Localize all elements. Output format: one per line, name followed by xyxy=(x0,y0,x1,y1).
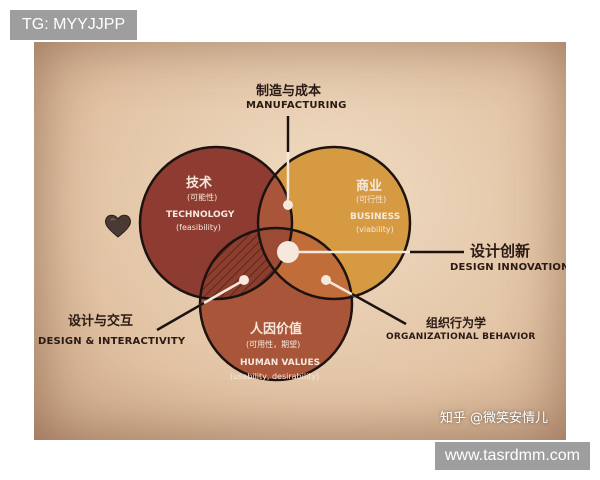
design-interactivity-cn-label: 设计与交互 xyxy=(68,314,134,329)
human-values-cn-label: 人因价值 xyxy=(250,322,303,337)
design-interactivity-en-label: DESIGN & INTERACTIVITY xyxy=(38,336,186,347)
organizational-behavior-cn-label: 组织行为学 xyxy=(426,316,487,330)
human-values-en-label: HUMAN VALUES xyxy=(240,358,321,368)
manufacturing-dot xyxy=(283,200,293,210)
human-values-sub-label: (可用性，期望) xyxy=(246,340,301,349)
business-sub-label: (可行性) xyxy=(356,195,387,204)
zhihu-credit: 知乎 @微笑安情儿 xyxy=(439,411,548,426)
organizational-behavior-en-label: ORGANIZATIONAL BEHAVIOR xyxy=(386,332,536,342)
business-human-overlap xyxy=(258,228,352,299)
heart-icon xyxy=(105,214,131,238)
technology-sub-label: (可能性) xyxy=(187,193,218,202)
manufacturing-cn-label: 制造与成本 xyxy=(256,84,322,99)
human-values-en-sub-label: (usability, desirability) xyxy=(230,372,320,381)
design-innovation-en-label: DESIGN INNOVATION xyxy=(450,262,566,273)
business-en-label: BUSINESS xyxy=(350,212,401,222)
site-watermark: www.tasrdmm.com xyxy=(434,442,590,470)
design-innovation-cn-label: 设计创新 xyxy=(470,242,531,260)
technology-en-sub-label: (feasibility) xyxy=(176,223,221,232)
venn-diagram xyxy=(138,116,464,382)
technology-en-label: TECHNOLOGY xyxy=(166,210,235,220)
innovation-dot xyxy=(277,241,299,263)
business-cn-label: 商业 xyxy=(356,179,383,194)
manufacturing-en-label: MANUFACTURING xyxy=(246,100,347,111)
technology-cn-label: 技术 xyxy=(186,176,213,191)
behavior-dot xyxy=(321,275,331,285)
diagram-photo: 制造与成本 MANUFACTURING 设计创新 DESIGN INNOVATI… xyxy=(34,42,566,440)
top-tag: TG: MYYJJPP xyxy=(10,10,138,40)
business-en-sub-label: (viability) xyxy=(356,225,394,234)
interactivity-dot xyxy=(239,275,249,285)
